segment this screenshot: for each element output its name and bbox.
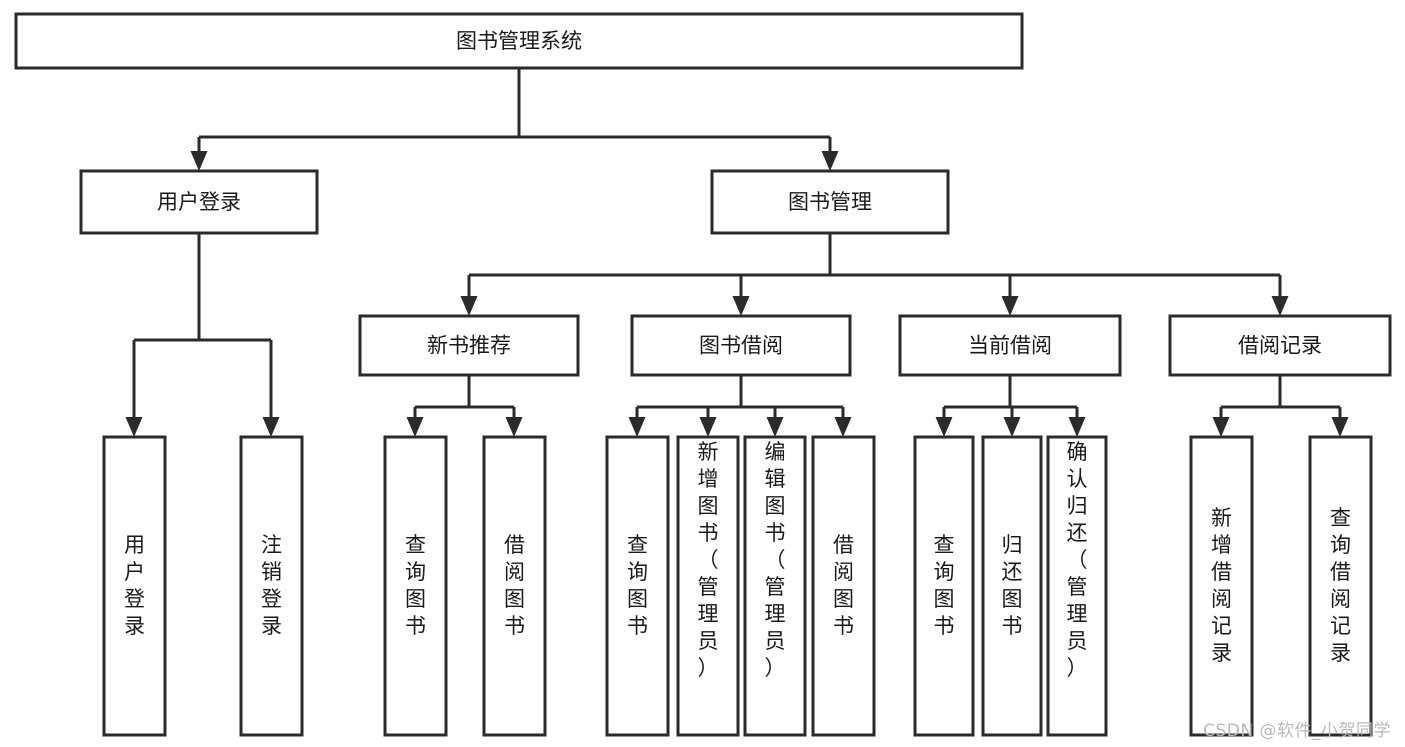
node-label: 图书借阅: [699, 334, 783, 358]
arrow-head-icon: [1001, 296, 1019, 316]
node-box: [743, 435, 807, 737]
node-box: [102, 435, 167, 737]
node-leaf-5[interactable]: 新增图书（管理员）: [676, 435, 740, 737]
node-label: 新增图书（管理员）: [698, 440, 719, 680]
node-leaf-1[interactable]: 注销登录: [239, 435, 304, 737]
node-layer: 图书管理系统用户登录图书管理新书推荐图书借阅当前借阅借阅记录用户登录注销登录查询…: [14, 12, 1392, 737]
arrow-head-icon: [505, 417, 523, 437]
connector-user-login-to-leaves: [125, 233, 280, 437]
node-label: 注销登录: [261, 533, 282, 638]
node-label: 确认归还（管理员）: [1067, 440, 1088, 680]
node-label: 编辑图书（管理员）: [765, 440, 786, 680]
node-box: [811, 435, 876, 737]
node-box: [630, 314, 852, 377]
node-level3-2[interactable]: 当前借阅: [898, 314, 1122, 377]
node-label: 借阅图书: [504, 533, 525, 638]
node-box: [898, 314, 1122, 377]
arrow-head-icon: [1271, 296, 1289, 316]
node-label: 查询借阅记录: [1330, 506, 1351, 665]
node-label: 图书管理系统: [456, 29, 582, 53]
node-leaf-7[interactable]: 借阅图书: [811, 435, 876, 737]
node-label: 当前借阅: [968, 334, 1052, 358]
node-leaf-12[interactable]: 查询借阅记录: [1308, 435, 1373, 737]
node-leaf-2[interactable]: 查询图书: [383, 435, 448, 737]
arrow-head-icon: [1003, 417, 1021, 437]
node-leaf-6[interactable]: 编辑图书（管理员）: [743, 435, 807, 737]
connector-root-to-level2: [190, 68, 839, 171]
arrow-head-icon: [460, 296, 478, 316]
node-level3-3[interactable]: 借阅记录: [1168, 314, 1392, 377]
node-level2-0[interactable]: 用户登录: [79, 169, 319, 235]
arrow-head-icon: [699, 417, 717, 437]
node-box: [1308, 435, 1373, 737]
node-label: 查询图书: [627, 533, 648, 638]
connector-borrow-book-to-leaves: [628, 375, 852, 437]
connector-current-borrow-to-leaves: [935, 375, 1086, 437]
node-leaf-9[interactable]: 归还图书: [981, 435, 1043, 737]
connector-layer: [125, 68, 1349, 437]
node-leaf-0[interactable]: 用户登录: [102, 435, 167, 737]
node-box: [79, 169, 319, 235]
connector-book-manage-to-level3: [460, 233, 1289, 316]
node-level2-1[interactable]: 图书管理: [710, 169, 950, 235]
node-label: 用户登录: [157, 190, 241, 214]
arrow-head-icon: [821, 151, 839, 171]
arrow-head-icon: [834, 417, 852, 437]
node-label: 新增借阅记录: [1211, 506, 1232, 665]
node-root-0[interactable]: 图书管理系统: [14, 12, 1024, 70]
node-label: 借阅记录: [1238, 334, 1322, 358]
node-box: [1168, 314, 1392, 377]
arrow-head-icon: [1068, 417, 1086, 437]
arrow-head-icon: [628, 417, 646, 437]
arrow-head-icon: [125, 417, 143, 437]
node-leaf-4[interactable]: 查询图书: [605, 435, 670, 737]
node-box: [383, 435, 448, 737]
node-label: 新书推荐: [427, 334, 511, 358]
node-box: [710, 169, 950, 235]
node-box: [1046, 435, 1108, 737]
node-label: 查询图书: [934, 533, 955, 638]
arrow-head-icon: [262, 417, 280, 437]
arrow-head-icon: [190, 151, 208, 171]
node-box: [1189, 435, 1254, 737]
node-leaf-3[interactable]: 借阅图书: [482, 435, 547, 737]
node-box: [358, 314, 580, 377]
connector-new-book-to-leaves: [406, 375, 523, 437]
node-box: [14, 12, 1024, 70]
node-label: 查询图书: [405, 533, 426, 638]
arrow-head-icon: [766, 417, 784, 437]
node-leaf-11[interactable]: 新增借阅记录: [1189, 435, 1254, 737]
arrow-head-icon: [732, 296, 750, 316]
node-box: [605, 435, 670, 737]
node-label: 借阅图书: [833, 533, 854, 638]
node-leaf-10[interactable]: 确认归还（管理员）: [1046, 435, 1108, 737]
node-leaf-8[interactable]: 查询图书: [913, 435, 975, 737]
node-box: [913, 435, 975, 737]
node-label: 图书管理: [788, 190, 872, 214]
arrow-head-icon: [406, 417, 424, 437]
node-box: [676, 435, 740, 737]
node-box: [981, 435, 1043, 737]
node-level3-1[interactable]: 图书借阅: [630, 314, 852, 377]
node-label: 归还图书: [1002, 533, 1023, 638]
node-box: [482, 435, 547, 737]
node-label: 用户登录: [124, 533, 145, 638]
arrow-head-icon: [935, 417, 953, 437]
arrow-head-icon: [1212, 417, 1230, 437]
arrow-head-icon: [1331, 417, 1349, 437]
connector-borrow-record-to-leaves: [1212, 375, 1349, 437]
node-box: [239, 435, 304, 737]
node-level3-0[interactable]: 新书推荐: [358, 314, 580, 377]
